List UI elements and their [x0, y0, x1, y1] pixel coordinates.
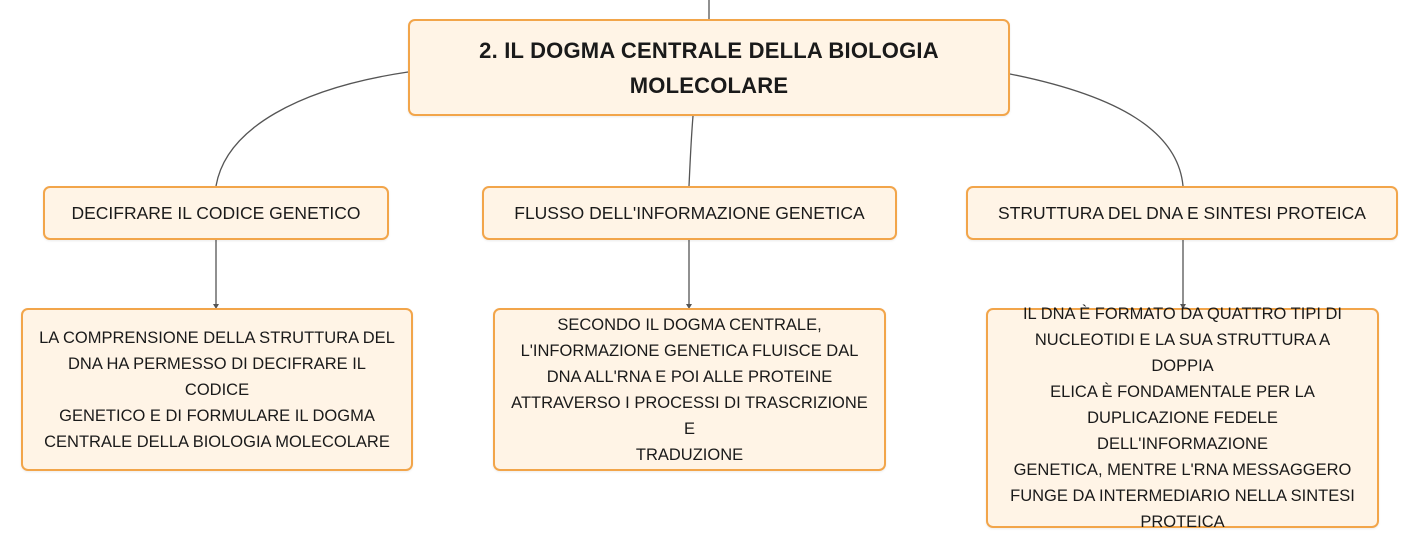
detail-line: ATTRAVERSO I PROCESSI DI TRASCRIZIONE E	[511, 393, 868, 438]
topic-label: DECIFRARE IL CODICE GENETICO	[71, 202, 361, 223]
central-topic-line-1: 2. IL DOGMA CENTRALE DELLA BIOLOGIA	[479, 37, 939, 63]
detail-line: IL DNA È FORMATO DA QUATTRO TIPI DI	[1022, 305, 1343, 323]
detail-line: NUCLEOTIDI E LA SUA STRUTTURA A DOPPIA	[1034, 331, 1331, 375]
arrowhead-3	[1180, 304, 1186, 309]
detail-line: GENETICO E DI FORMULARE IL DOGMA	[59, 406, 375, 425]
detail-node-decifrare-codice[interactable]: LA COMPRENSIONE DELLA STRUTTURA DEL DNA …	[21, 308, 413, 471]
detail-line: L'INFORMAZIONE GENETICA FLUISCE DAL	[520, 341, 859, 360]
detail-line: DNA ALL'RNA E POI ALLE PROTEINE	[546, 367, 833, 386]
detail-text: LA COMPRENSIONE DELLA STRUTTURA DEL DNA …	[37, 325, 397, 455]
detail-line: ELICA È FONDAMENTALE PER LA	[1050, 383, 1315, 401]
detail-line: GENETICA, MENTRE L'RNA MESSAGGERO	[1013, 461, 1352, 479]
detail-line: DNA HA PERMESSO DI DECIFRARE IL CODICE	[68, 354, 366, 399]
connector-root-to-topic-2	[688, 115, 694, 187]
detail-line: FUNGE DA INTERMEDIARIO NELLA SINTESI	[1010, 487, 1355, 505]
topic-node-decifrare-codice[interactable]: DECIFRARE IL CODICE GENETICO	[43, 186, 389, 240]
arrowhead-1	[213, 304, 219, 309]
detail-node-struttura-dna[interactable]: IL DNA È FORMATO DA QUATTRO TIPI DI NUCL…	[986, 305, 1379, 531]
topic-node-flusso-informazione[interactable]: FLUSSO DELL'INFORMAZIONE GENETICA	[482, 186, 897, 240]
detail-line: DUPLICAZIONE FEDELE DELL'INFORMAZIONE	[1087, 409, 1278, 453]
detail-node-flusso-informazione[interactable]: SECONDO IL DOGMA CENTRALE, L'INFORMAZION…	[493, 308, 886, 471]
topic-node-struttura-dna[interactable]: STRUTTURA DEL DNA E SINTESI PROTEICA	[966, 186, 1398, 240]
detail-line: SECONDO IL DOGMA CENTRALE,	[557, 315, 822, 334]
central-topic-label: 2. IL DOGMA CENTRALE DELLA BIOLOGIA MOLE…	[479, 33, 939, 103]
central-topic-node[interactable]: 2. IL DOGMA CENTRALE DELLA BIOLOGIA MOLE…	[408, 19, 1010, 116]
arrowhead-2	[686, 304, 692, 309]
detail-line: TRADUZIONE	[635, 445, 744, 464]
connector-root-to-topic-1	[215, 71, 409, 187]
topic-label: FLUSSO DELL'INFORMAZIONE GENETICA	[514, 202, 865, 223]
central-topic-line-2: MOLECOLARE	[629, 72, 789, 98]
detail-text: IL DNA È FORMATO DA QUATTRO TIPI DI NUCL…	[1002, 301, 1363, 535]
topic-label: STRUTTURA DEL DNA E SINTESI PROTEICA	[998, 202, 1366, 223]
connector-root-to-topic-3	[1009, 73, 1184, 187]
detail-line: LA COMPRENSIONE DELLA STRUTTURA DEL	[39, 328, 395, 347]
detail-text: SECONDO IL DOGMA CENTRALE, L'INFORMAZION…	[509, 312, 870, 468]
detail-line: CENTRALE DELLA BIOLOGIA MOLECOLARE	[44, 432, 390, 451]
detail-line: PROTEICA	[1140, 513, 1225, 531]
